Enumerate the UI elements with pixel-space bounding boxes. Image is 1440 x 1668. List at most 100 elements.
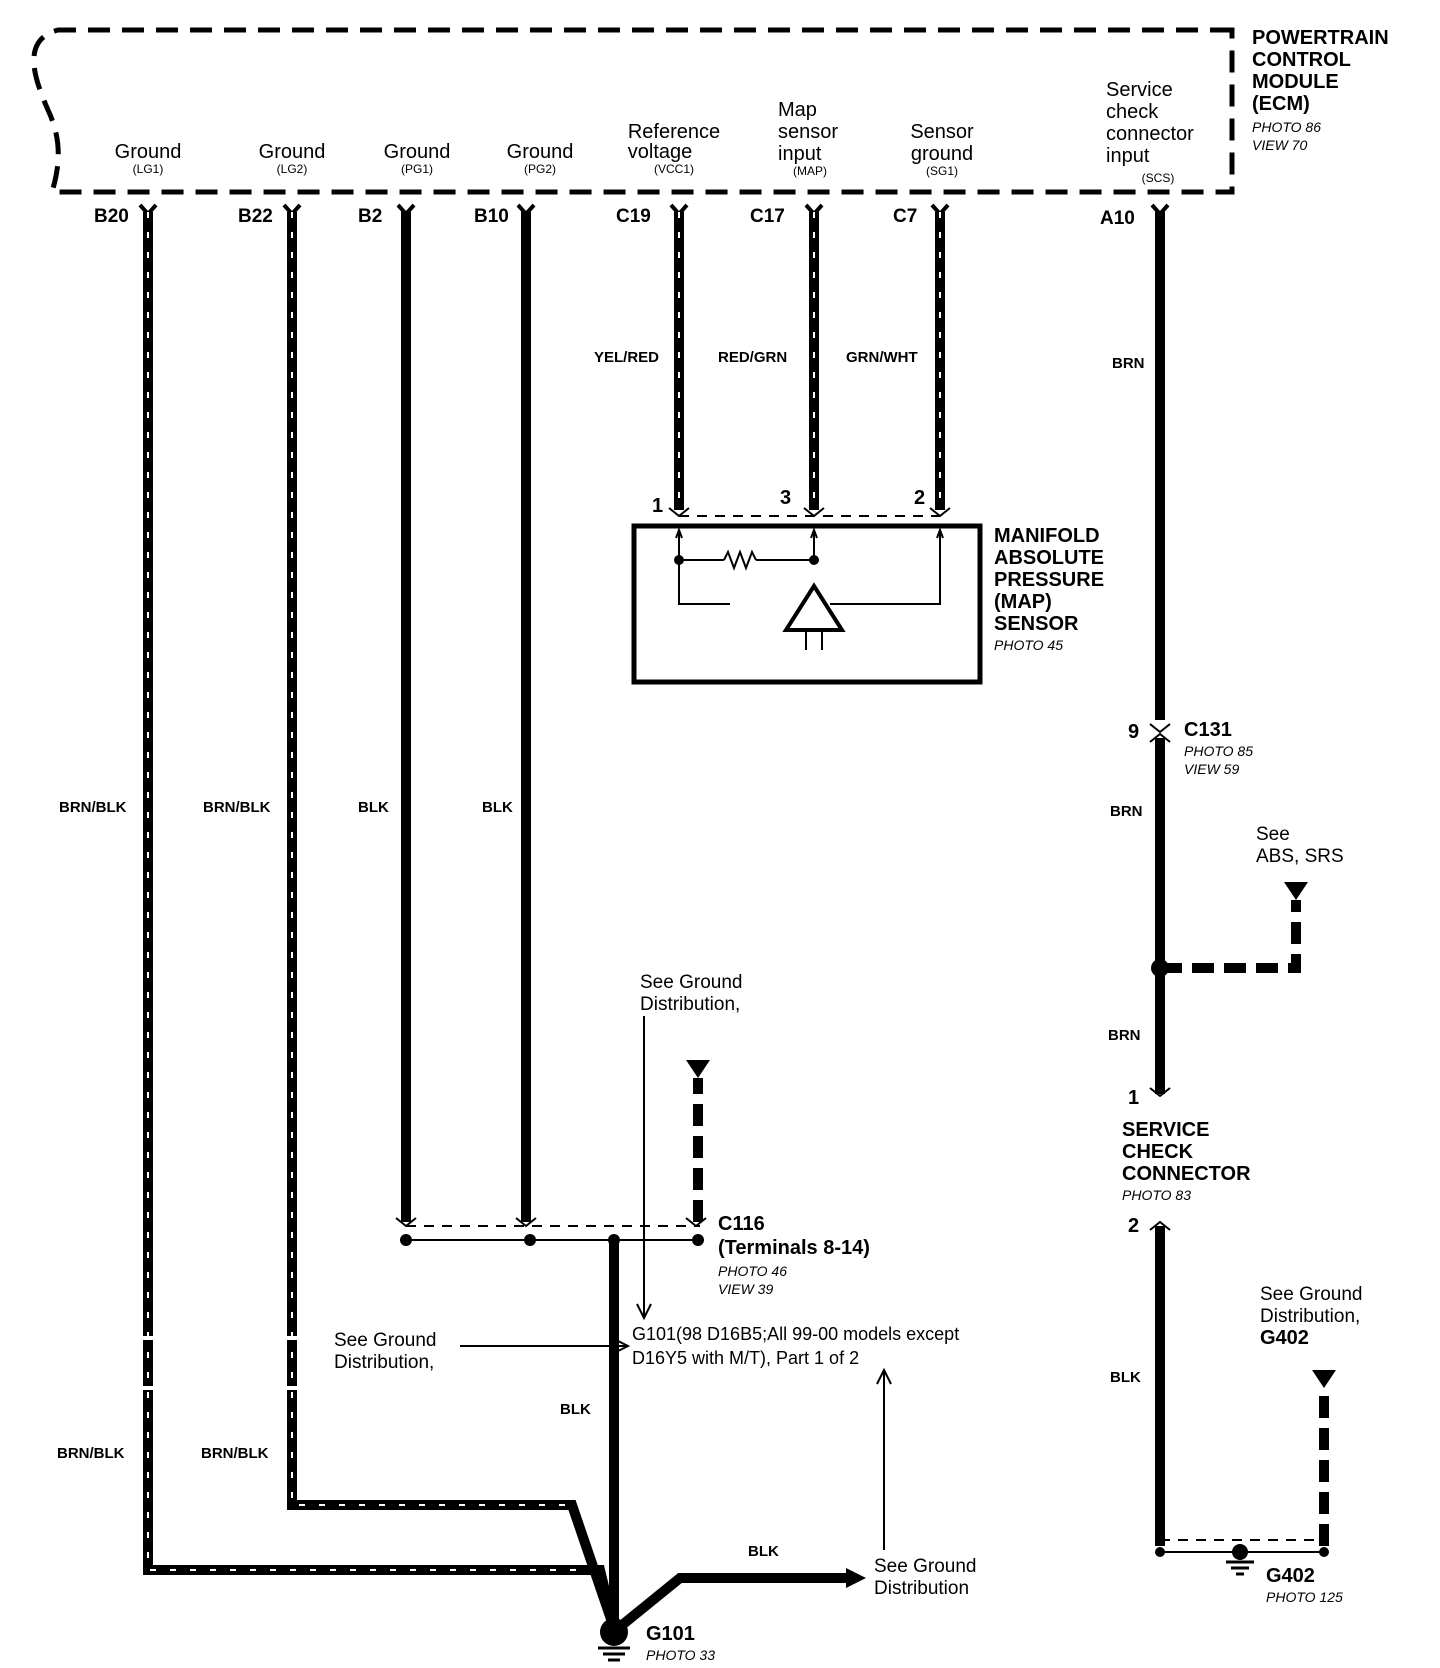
svg-text:(Terminals 8-14): (Terminals 8-14) xyxy=(718,1237,870,1259)
svg-text:Ground: Ground xyxy=(115,141,182,163)
svg-text:B20: B20 xyxy=(94,206,129,227)
svg-text:sensor: sensor xyxy=(778,121,838,143)
c131-connector xyxy=(1149,723,1171,743)
scc-pin-in: 1 xyxy=(1128,1087,1139,1109)
map-sensor-title: MANIFOLD ABSOLUTE PRESSURE (MAP) SENSOR … xyxy=(994,525,1104,653)
svg-text:C17: C17 xyxy=(750,206,785,227)
svg-text:ground: ground xyxy=(911,143,973,165)
svg-text:A10: A10 xyxy=(1100,208,1135,229)
c131-view: VIEW 59 xyxy=(1184,761,1239,777)
see-ground-left-2: Distribution, xyxy=(334,1352,434,1373)
see-ground-top-1: See Ground xyxy=(640,972,742,993)
wire-bottom xyxy=(612,1573,850,1634)
svg-text:PHOTO 46: PHOTO 46 xyxy=(718,1263,787,1279)
wire-color-b2: BLK xyxy=(358,799,389,816)
wire-color-a10: BRN xyxy=(1112,355,1145,372)
wire-color-b22-lower: BRN/BLK xyxy=(201,1445,269,1462)
svg-text:POWERTRAIN: POWERTRAIN xyxy=(1252,27,1389,49)
svg-text:1: 1 xyxy=(652,495,663,517)
c131-name: C131 xyxy=(1184,719,1232,741)
svg-text:VIEW 39: VIEW 39 xyxy=(718,1281,773,1297)
pin-header-a10: Service check connector input (SCS) A10 xyxy=(1100,79,1194,229)
svg-text:PHOTO 86: PHOTO 86 xyxy=(1252,119,1321,135)
svg-text:CHECK: CHECK xyxy=(1122,1141,1194,1163)
svg-text:2: 2 xyxy=(914,487,925,509)
pin-header-b22: Ground (LG2) B22 xyxy=(238,141,325,227)
svg-text:Sensor: Sensor xyxy=(910,121,974,143)
svg-text:Service: Service xyxy=(1106,79,1173,101)
svg-text:Reference: Reference xyxy=(628,121,720,143)
g402-ref-3: G402 xyxy=(1260,1327,1309,1349)
wire-color-b10: BLK xyxy=(482,799,513,816)
wire-color-splice: BRN xyxy=(1108,1027,1141,1044)
wire-color-b22: BRN/BLK xyxy=(203,799,271,816)
svg-text:B10: B10 xyxy=(474,206,509,227)
see-abs-line2: ABS, SRS xyxy=(1256,846,1344,867)
see-abs-line1: See xyxy=(1256,824,1290,845)
c131-photo: PHOTO 85 xyxy=(1184,743,1253,759)
wire-b22 xyxy=(287,212,617,1624)
g101-note-2: D16Y5 with M/T), Part 1 of 2 xyxy=(632,1348,859,1368)
svg-text:3: 3 xyxy=(780,487,791,509)
svg-text:CONTROL: CONTROL xyxy=(1252,49,1351,71)
bottom-arrow-icon xyxy=(846,1568,866,1588)
c116-label: C116 (Terminals 8-14) PHOTO 46 VIEW 39 xyxy=(718,1213,870,1297)
g101-ground-icon xyxy=(598,1618,630,1662)
pin-header-b20: Ground (LG1) B20 xyxy=(94,141,181,227)
wire-color-scc: BLK xyxy=(1110,1369,1141,1386)
svg-text:B22: B22 xyxy=(238,206,273,227)
wire-color-c19: YEL/RED xyxy=(594,349,659,366)
see-ground-left-1: See Ground xyxy=(334,1330,436,1351)
svg-text:(LG2): (LG2) xyxy=(277,162,308,176)
ecm-outline xyxy=(31,27,1235,195)
g402-ref-2: Distribution, xyxy=(1260,1306,1360,1327)
svg-text:CONNECTOR: CONNECTOR xyxy=(1122,1163,1251,1185)
scc-pin-out: 2 xyxy=(1128,1215,1139,1237)
c116-connector xyxy=(395,1217,707,1246)
g402-name: G402 xyxy=(1266,1565,1315,1587)
see-ground-top-2: Distribution, xyxy=(640,994,740,1015)
pin-header-c19: Reference voltage (VCC1) C19 xyxy=(616,121,720,227)
g101-photo: PHOTO 33 xyxy=(646,1647,715,1663)
svg-text:Ground: Ground xyxy=(259,141,326,163)
svg-text:C7: C7 xyxy=(893,206,917,227)
pin-header-c17: Map sensor input (MAP) C17 xyxy=(750,99,838,227)
svg-text:Ground: Ground xyxy=(384,141,451,163)
wire-color-b20: BRN/BLK xyxy=(59,799,127,816)
see-ground-bottom-2: Distribution xyxy=(874,1578,969,1599)
g402-ground-icon xyxy=(1226,1544,1254,1576)
svg-text:(VCC1): (VCC1) xyxy=(654,162,694,176)
svg-text:MANIFOLD: MANIFOLD xyxy=(994,525,1100,547)
g101-note-leaders xyxy=(460,1016,892,1550)
svg-text:input: input xyxy=(1106,145,1150,167)
wire-color-c131: BRN xyxy=(1110,803,1143,820)
svg-text:input: input xyxy=(778,143,822,165)
g101-note-1: G101(98 D16B5;All 99-00 models except xyxy=(632,1324,959,1344)
see-ground-bottom-1: See Ground xyxy=(874,1556,976,1577)
inline-breaks xyxy=(138,1336,302,1390)
svg-text:ABSOLUTE: ABSOLUTE xyxy=(994,547,1104,569)
wire-abs-branch xyxy=(1160,900,1301,973)
c116-arrow-icon xyxy=(686,1060,710,1078)
svg-text:PRESSURE: PRESSURE xyxy=(994,569,1104,591)
svg-text:SENSOR: SENSOR xyxy=(994,613,1079,635)
g402-ref-1: See Ground xyxy=(1260,1284,1362,1305)
svg-text:SERVICE: SERVICE xyxy=(1122,1119,1209,1141)
svg-text:Map: Map xyxy=(778,99,817,121)
svg-text:connector: connector xyxy=(1106,123,1194,145)
wire-color-b20-lower: BRN/BLK xyxy=(57,1445,125,1462)
svg-text:(MAP): (MAP) xyxy=(793,164,827,178)
svg-text:(MAP): (MAP) xyxy=(994,591,1052,613)
wire-b20 xyxy=(143,212,617,1622)
svg-text:B2: B2 xyxy=(358,206,382,227)
scc-title: SERVICE CHECK CONNECTOR PHOTO 83 xyxy=(1122,1119,1251,1203)
svg-text:Ground: Ground xyxy=(507,141,574,163)
g402-photo: PHOTO 125 xyxy=(1266,1589,1343,1605)
g402-arrow-icon xyxy=(1312,1370,1336,1388)
abs-arrow-icon xyxy=(1284,882,1308,900)
svg-text:(SG1): (SG1) xyxy=(926,164,958,178)
pin-header-c7: Sensor ground (SG1) C7 xyxy=(893,121,974,227)
wire-color-bottom: BLK xyxy=(748,1543,779,1560)
